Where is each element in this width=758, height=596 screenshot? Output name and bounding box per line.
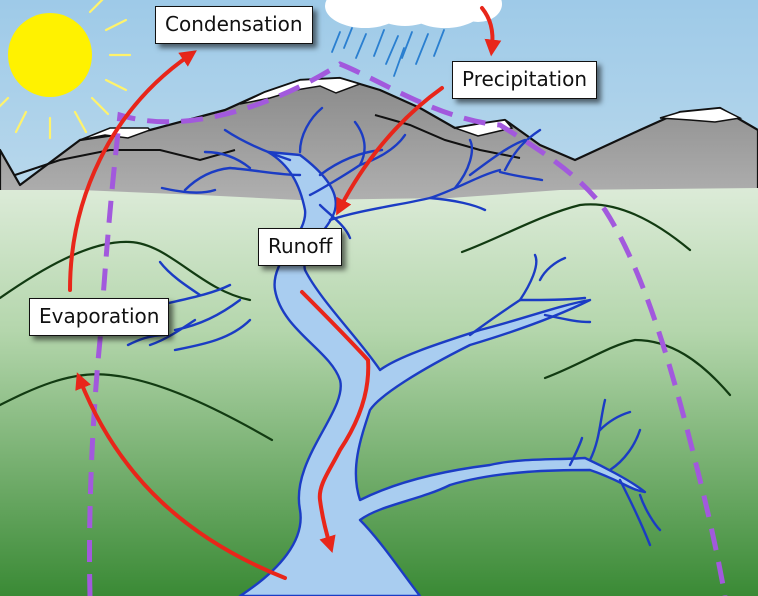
cycle-path-dashed bbox=[86, 61, 728, 596]
precipitation-arrow bbox=[336, 86, 444, 216]
rain-icon bbox=[331, 27, 445, 77]
evaporation-arrow bbox=[75, 372, 287, 580]
sun-icon bbox=[0, 0, 132, 140]
precipitation-label: Precipitation bbox=[452, 61, 598, 99]
condensation-arrow bbox=[68, 50, 197, 292]
cycle-arrows bbox=[68, 6, 502, 580]
cloud-icon bbox=[325, 0, 502, 28]
runoff-label: Runoff bbox=[258, 228, 343, 266]
hill-lines bbox=[0, 203, 732, 442]
runoff-arrow bbox=[300, 290, 371, 554]
condensation-label: Condensation bbox=[155, 6, 313, 44]
river bbox=[126, 106, 662, 596]
precipitation-drop-arrow bbox=[480, 6, 502, 57]
evaporation-label: Evaporation bbox=[29, 298, 170, 336]
